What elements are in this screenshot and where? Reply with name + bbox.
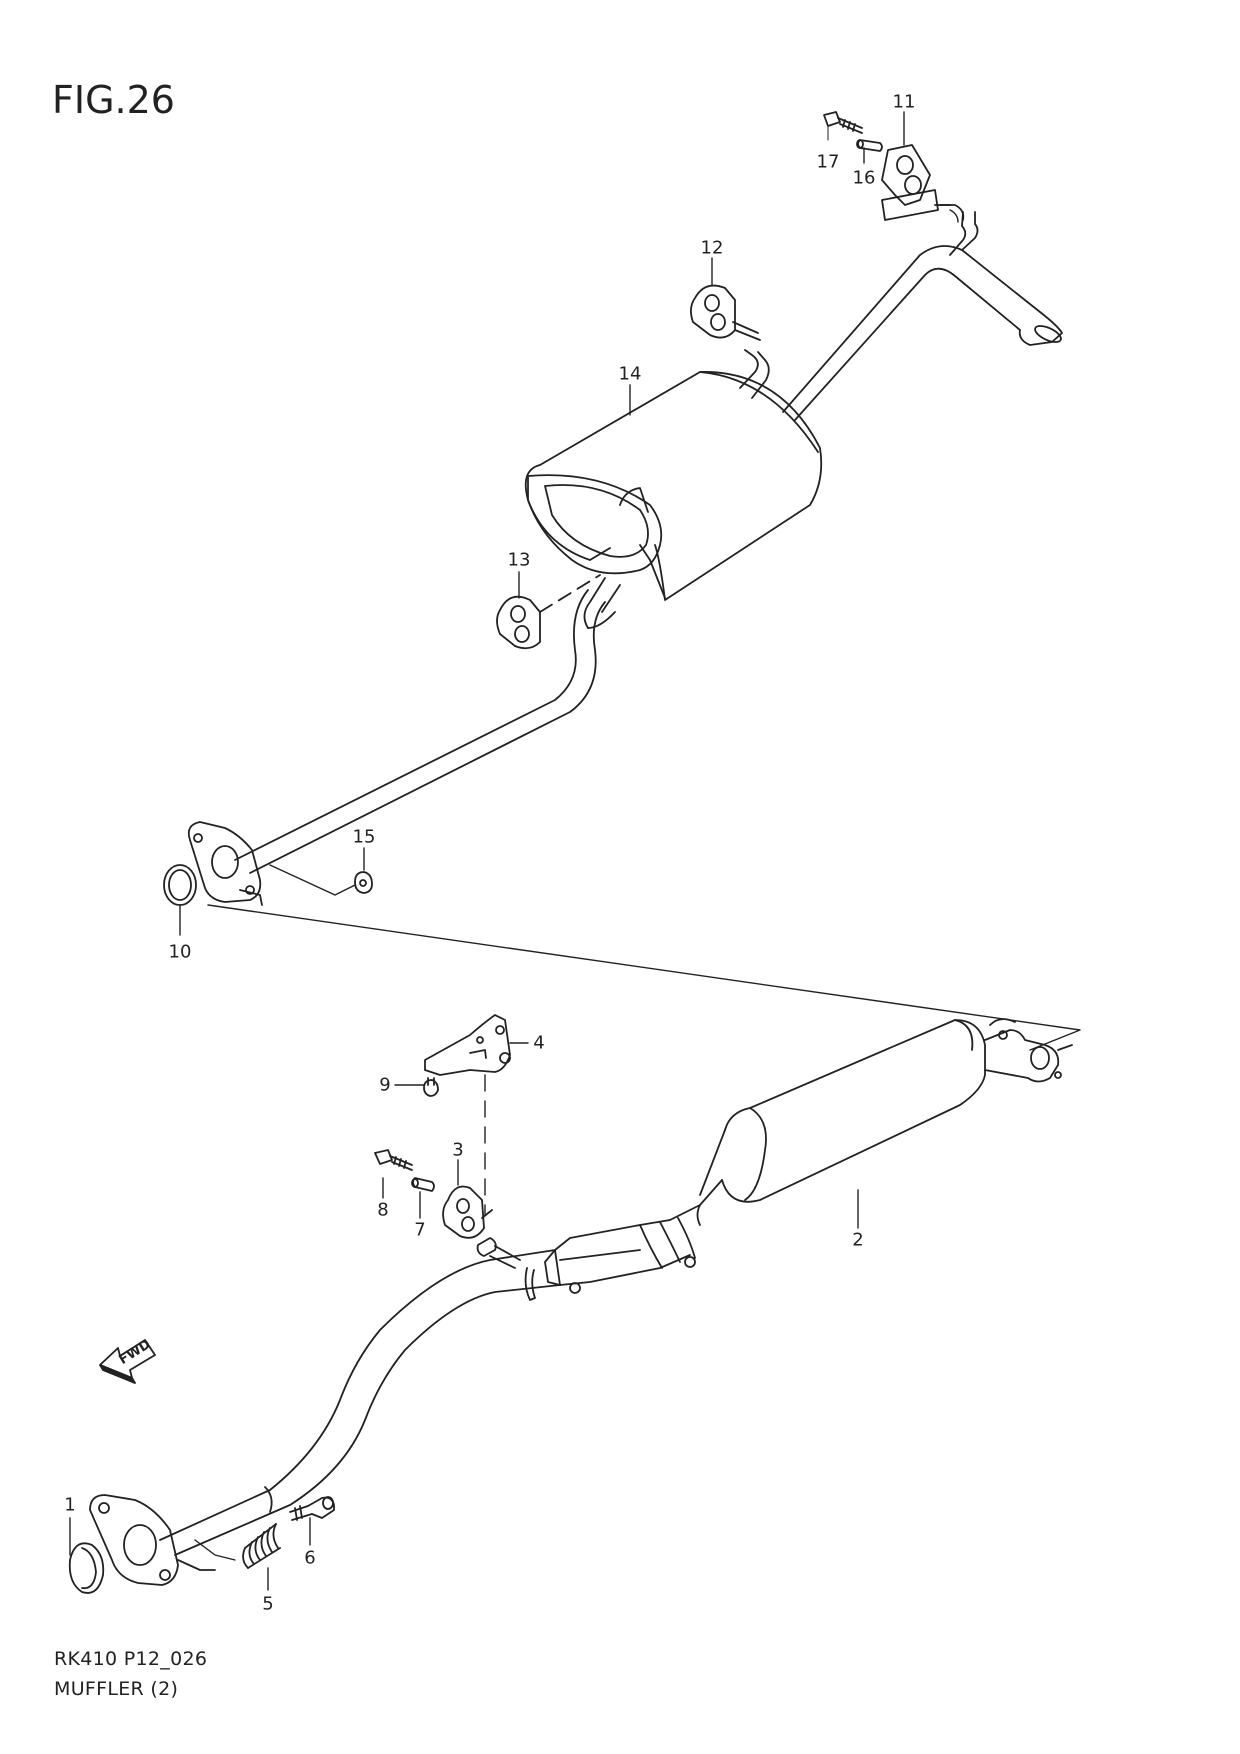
callout-11: 11 xyxy=(892,91,916,113)
callout-15: 15 xyxy=(352,826,376,848)
gasket-1 xyxy=(68,1542,105,1594)
gasket-10 xyxy=(163,864,197,906)
collar-16 xyxy=(856,139,883,152)
catalytic-converter xyxy=(669,1018,1073,1226)
callout-9: 9 xyxy=(379,1074,391,1096)
hanger-12 xyxy=(690,284,761,341)
callout-13: 13 xyxy=(507,549,531,571)
leader-lines xyxy=(69,111,1081,1591)
callout-17: 17 xyxy=(816,151,840,173)
figure-title: FIG.26 xyxy=(52,78,175,122)
nut-15 xyxy=(354,871,373,894)
callout-12: 12 xyxy=(700,237,724,259)
center-pipe xyxy=(234,589,616,874)
callout-8: 8 xyxy=(377,1199,389,1221)
bracket-4 xyxy=(424,1014,511,1076)
callout-5: 5 xyxy=(262,1593,274,1615)
front-pipe-flange xyxy=(89,1494,216,1586)
hanger-13 xyxy=(496,574,601,650)
callout-10: 10 xyxy=(168,941,192,963)
bolt-6 xyxy=(289,1496,335,1521)
hanger-11 xyxy=(881,144,965,221)
fwd-direction-arrow: FWD xyxy=(99,1337,156,1384)
callout-3: 3 xyxy=(452,1139,464,1161)
bolt-17 xyxy=(823,111,863,134)
callout-4: 4 xyxy=(533,1032,545,1054)
bolt-9 xyxy=(423,1077,439,1097)
diagram-code: RK410 P12_026 xyxy=(54,1648,208,1670)
callout-2: 2 xyxy=(852,1229,864,1251)
flex-pipe xyxy=(554,1217,696,1294)
front-pipe xyxy=(159,1249,561,1556)
tail-pipe xyxy=(782,211,1063,421)
callout-16: 16 xyxy=(852,167,876,189)
collar-7 xyxy=(411,1177,435,1192)
spring-5 xyxy=(242,1523,281,1569)
front-pipe-hanger-stud xyxy=(476,1237,521,1269)
callout-6: 6 xyxy=(304,1547,316,1569)
bolt-8 xyxy=(374,1149,413,1171)
main-muffler xyxy=(524,349,823,629)
callout-7: 7 xyxy=(414,1219,426,1241)
center-pipe-flange xyxy=(187,821,263,906)
callout-14: 14 xyxy=(618,363,642,385)
callout-1: 1 xyxy=(64,1494,76,1516)
diagram-name: MUFFLER (2) xyxy=(54,1678,179,1700)
hanger-3 xyxy=(442,1185,493,1239)
